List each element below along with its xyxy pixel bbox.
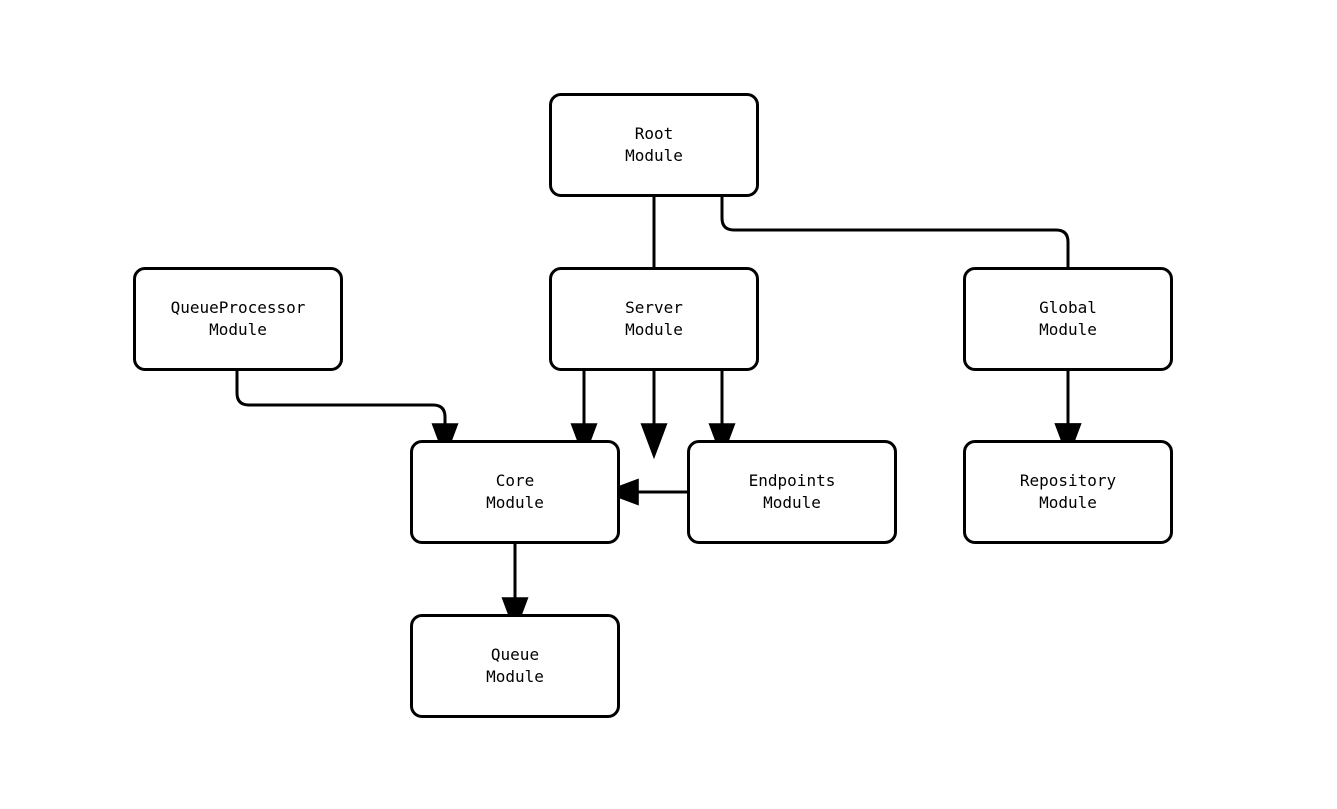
node-label-name: Global: [1039, 298, 1097, 317]
node-label-name: Root: [634, 124, 674, 143]
node-label-suffix: Module: [763, 493, 821, 512]
node-label-suffix: Module: [1039, 493, 1097, 512]
node-label-name: QueueProcessor: [170, 298, 306, 317]
node-label-name: Core: [495, 471, 535, 490]
node-label-suffix: Module: [625, 146, 683, 165]
node-label-suffix: Module: [486, 667, 544, 686]
node-label-name: Queue: [490, 645, 540, 664]
node-label-name: Repository: [1019, 471, 1117, 490]
edge-root-global: [720, 197, 1082, 460]
node-label-suffix: Module: [209, 320, 267, 339]
node-label-suffix: Module: [486, 493, 544, 512]
node-label-suffix: Module: [1039, 320, 1097, 339]
node-label-name: Server: [625, 298, 683, 317]
node-label-name: Endpoints: [748, 471, 836, 490]
edge-queueprocessor-core: [235, 371, 459, 460]
node-label-suffix: Module: [625, 320, 683, 339]
